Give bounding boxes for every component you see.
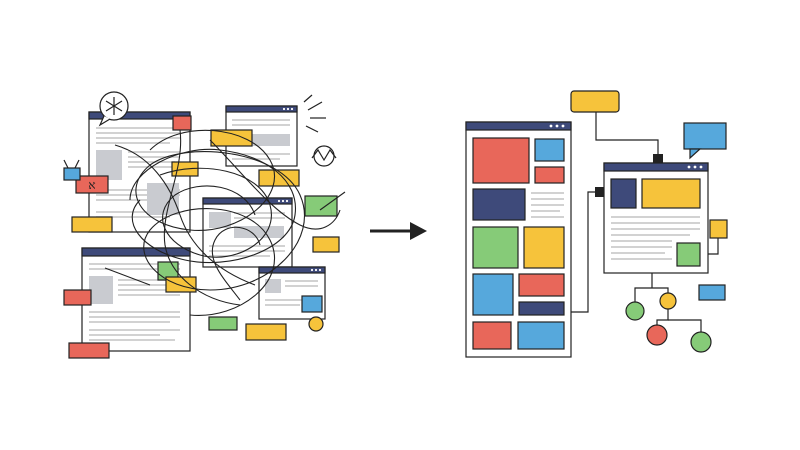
grid-block-navy [472,188,526,221]
top-connector [570,90,663,163]
small-doc-block-navy [610,178,637,209]
tree-node-green [625,301,645,321]
broken-link-icon [311,145,337,167]
block-red [63,289,92,306]
connector-node-icon [653,154,663,163]
tree-node-green [690,331,712,353]
messy-document-5 [258,266,326,320]
grid-block-red [518,273,565,297]
messy-document-2 [225,105,298,167]
burst-lines-icon [303,94,326,133]
scattered-blocks [63,115,340,359]
small-doc-block-yellow [641,178,701,209]
tree-node-yellow [659,292,677,310]
right-tab-connector [708,219,728,255]
tree-node-red [646,324,668,346]
glyph-tag-text: א [88,178,95,192]
grid-block-yellow [523,226,565,269]
block-yellow [245,323,287,341]
block-red [172,115,192,131]
glyph-tag: א [75,175,109,194]
grid-block-navy [518,301,565,316]
scribble-icon [104,129,346,316]
small-doc-block-green [676,242,701,267]
block-yellow [258,169,300,187]
grid-block-blue [472,273,514,316]
grid-block-blue [534,138,565,162]
floating-block-blue [698,284,726,301]
speech-bubble-icon [683,122,727,160]
grid-block-red [534,166,565,184]
block-yellow [71,216,113,233]
dot-yellow [308,316,324,332]
block-green [304,195,338,217]
chaotic-layout: א [63,91,346,359]
block-yellow [312,236,340,253]
grid-block-green [472,226,519,269]
block-green [208,316,238,331]
grid-block-red [472,321,512,350]
block-red [68,342,110,359]
organized-document [465,121,572,358]
chat-bubble-asterisk-icon [98,91,129,127]
connector-node-icon [595,187,604,197]
block-blue [301,295,323,313]
block-yellow [165,276,197,293]
tv-antenna-icon [63,159,81,181]
side-connector [571,187,604,313]
hierarchy-tree-icon [625,273,712,353]
block-yellow [210,129,253,147]
arrow-right-icon [370,222,427,240]
organized-layout [465,90,728,358]
grid-block-blue [517,321,565,350]
organized-document-small [603,162,709,274]
grid-block-red [472,137,530,184]
